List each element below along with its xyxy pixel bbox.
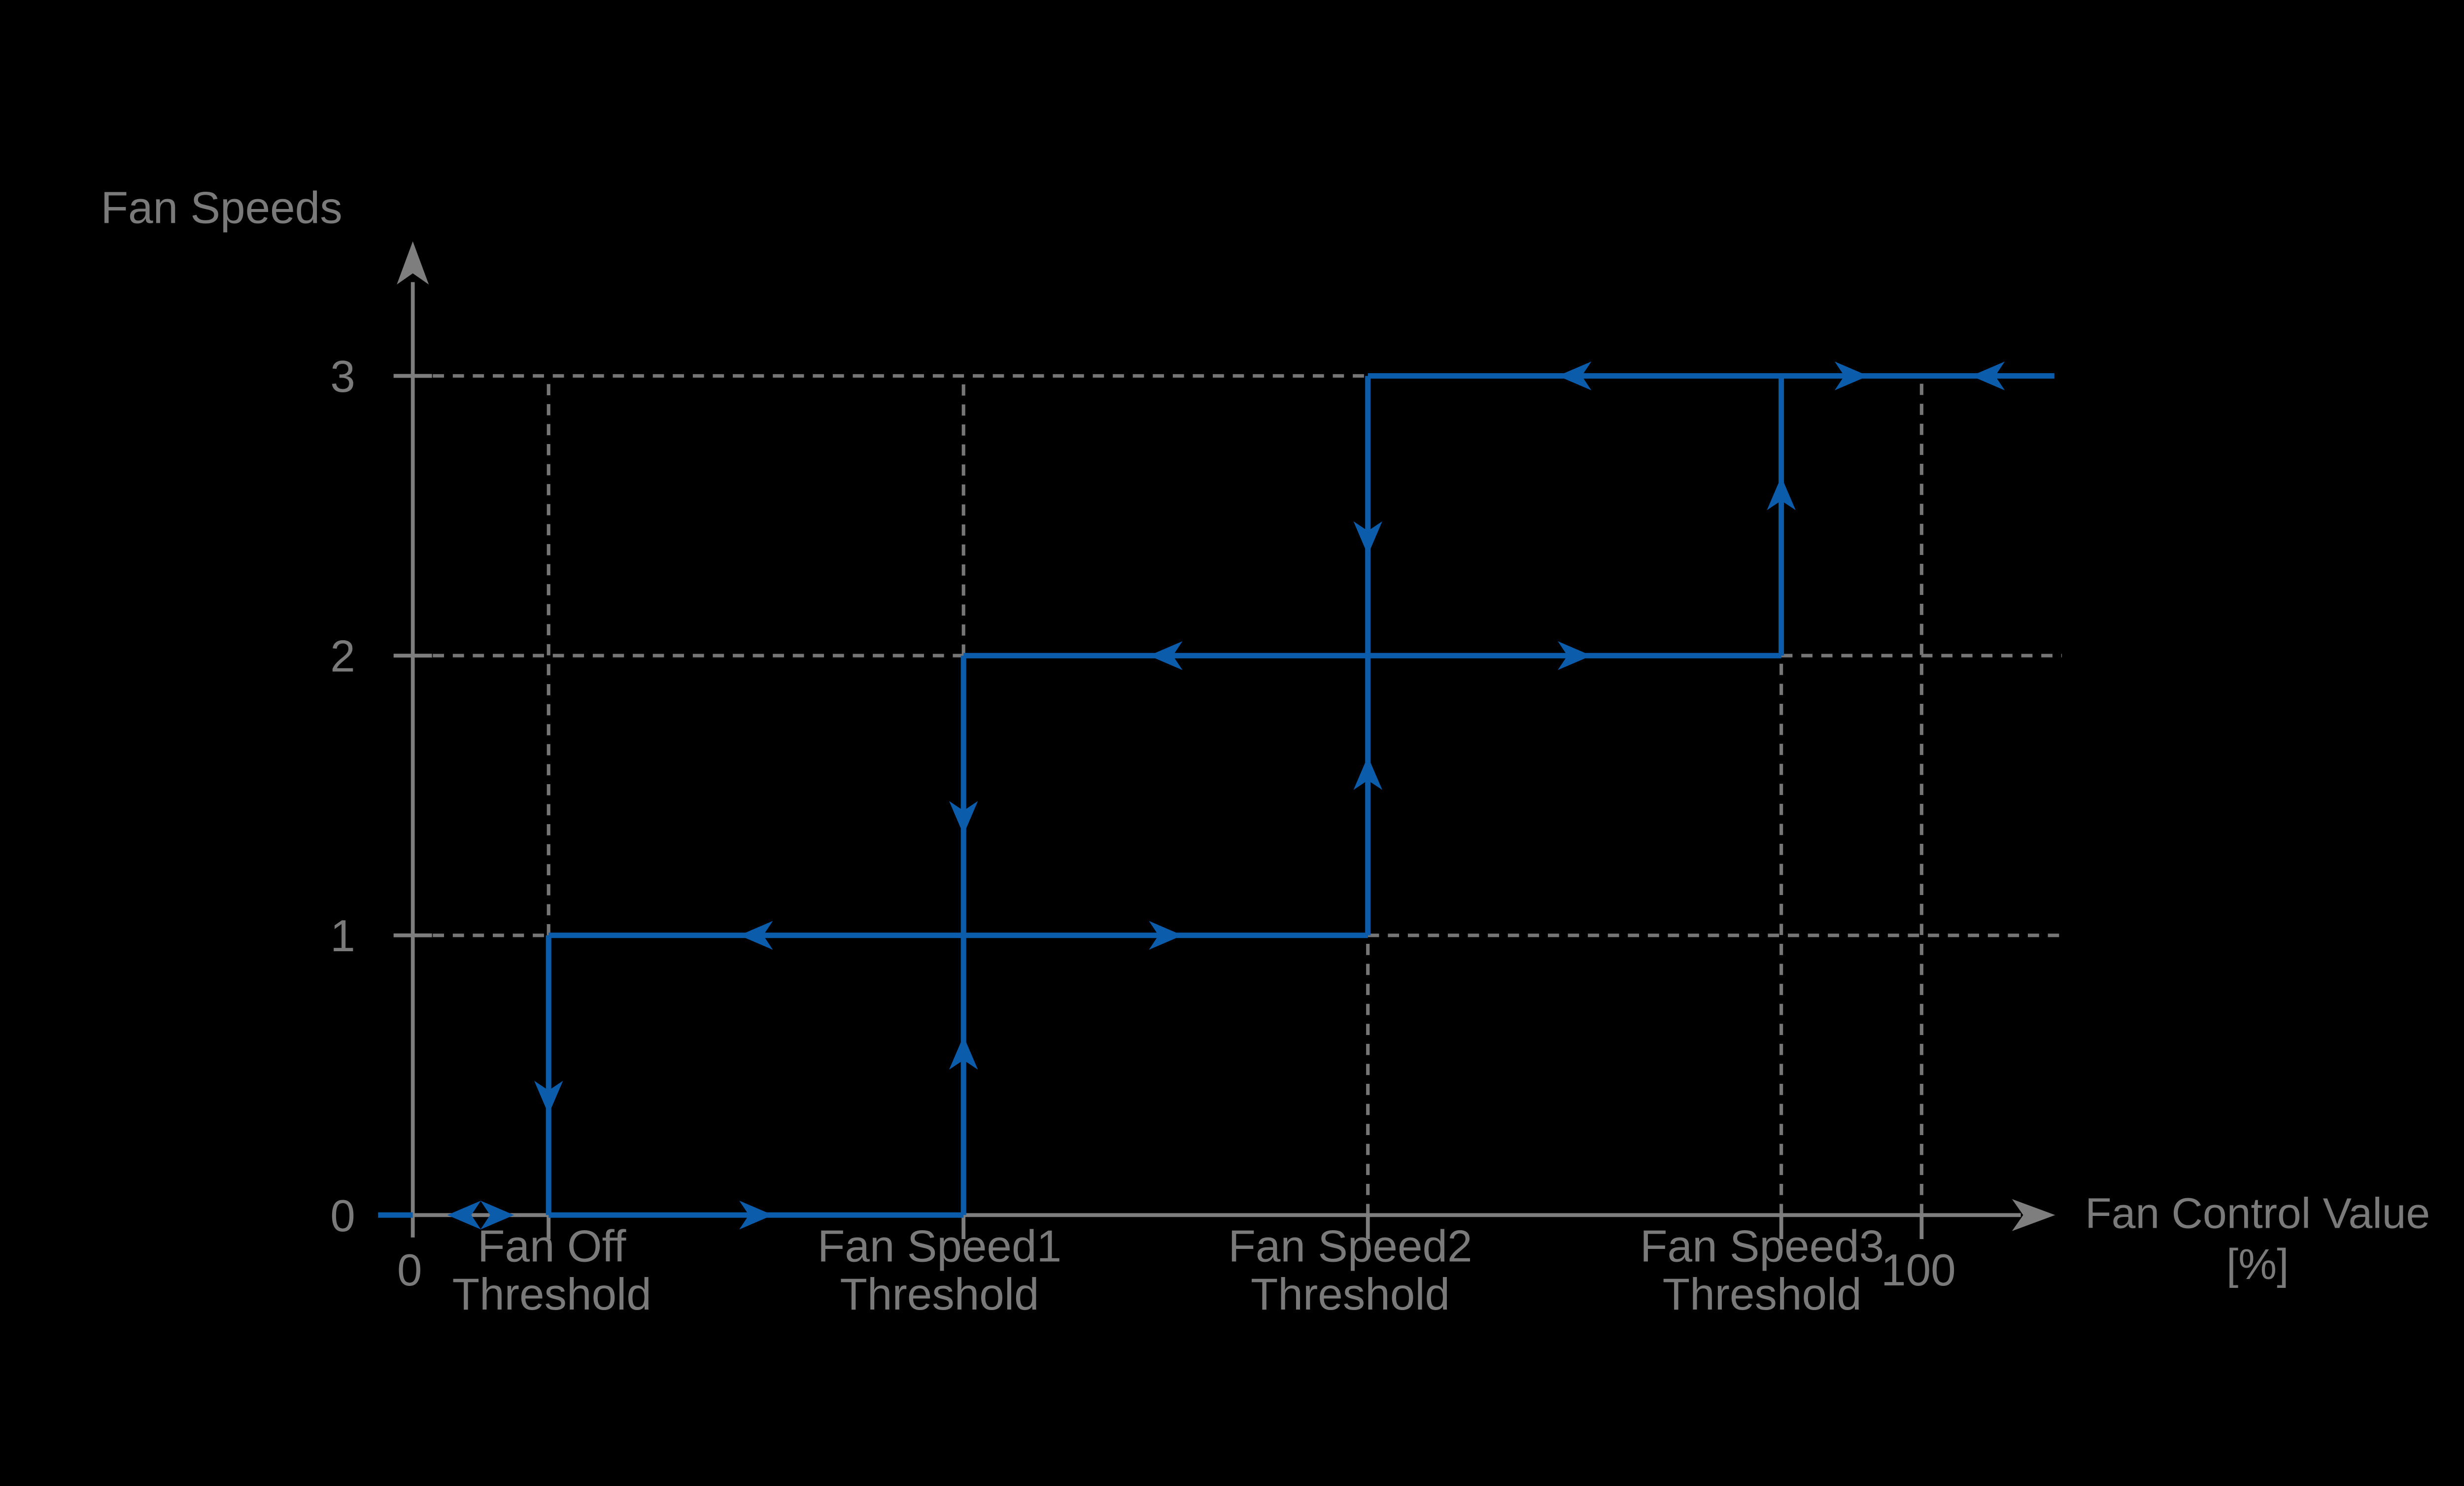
- flow-arrow-right-icon: [739, 1201, 773, 1230]
- flow-arrow-left-icon: [447, 1201, 481, 1230]
- x-tick-label-line2: Threshold: [840, 1270, 1039, 1319]
- flow-arrow-right-icon: [1558, 641, 1592, 670]
- hysteresis-curve: [378, 361, 2054, 1230]
- x-axis-label-line2: [%]: [2226, 1240, 2289, 1288]
- flow-arrow-left-icon: [739, 921, 773, 950]
- y-tick-label: 0: [330, 1191, 355, 1241]
- flow-arrow-right-icon: [480, 1201, 514, 1230]
- axes: [393, 241, 2055, 1239]
- y-tick-label: 3: [330, 352, 355, 402]
- flow-arrow-right-icon: [1149, 921, 1183, 950]
- flow-arrow-up-icon: [1353, 756, 1382, 790]
- y-tick-label: 1: [330, 911, 355, 961]
- x-axis-arrow-icon: [2012, 1199, 2055, 1231]
- flow-arrow-up-icon: [949, 1036, 978, 1070]
- flow-arrow-up-icon: [1767, 476, 1796, 511]
- flow-arrow-down-icon: [949, 801, 978, 835]
- x-tick-label-line1: Fan Speed3: [1640, 1221, 1884, 1271]
- x-tick-label-line1: Fan Off: [478, 1221, 626, 1271]
- flow-arrow-down-icon: [1353, 521, 1382, 555]
- flow-arrow-left-icon: [1971, 361, 2005, 390]
- x-tick-label-line1: Fan Speed1: [818, 1221, 1061, 1271]
- x-axis-label-line1: Fan Control Value: [2085, 1189, 2430, 1237]
- gridlines: [412, 374, 2062, 1215]
- y-tick-label: 2: [330, 632, 355, 682]
- x-tick-label-line2: Threshold: [452, 1270, 651, 1319]
- flow-arrow-left-icon: [1558, 361, 1592, 390]
- x-tick-label-line2: Threshold: [1663, 1270, 1862, 1319]
- x-tick-label: 100: [1881, 1245, 1956, 1295]
- flow-arrow-left-icon: [1149, 641, 1183, 670]
- flow-arrow-right-icon: [1834, 361, 1869, 390]
- flow-arrow-down-icon: [534, 1080, 563, 1115]
- chart-title: Fan Speeds: [101, 183, 342, 233]
- y-axis-arrow-icon: [397, 241, 429, 285]
- x-tick-label: 0: [397, 1245, 422, 1295]
- x-tick-label-line2: Threshold: [1251, 1270, 1450, 1319]
- x-tick-label-line1: Fan Speed2: [1228, 1221, 1472, 1271]
